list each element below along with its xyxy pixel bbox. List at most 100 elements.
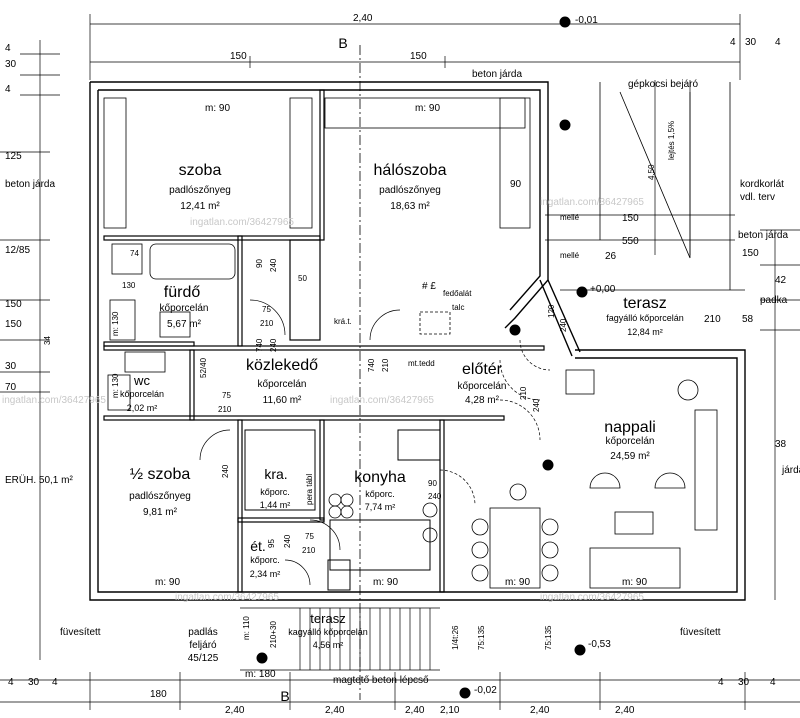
dim-240g: 240	[283, 534, 292, 548]
dim-150-melle: 150	[622, 213, 639, 224]
label-melle-1: mellé	[560, 213, 580, 222]
stairs	[240, 607, 440, 671]
dim-l-4b: 4	[5, 84, 11, 95]
room-area-kozlekedo: 11,60 m²	[262, 395, 302, 406]
section-mark-top: B	[338, 35, 348, 51]
dim-t-4: 4	[775, 37, 781, 48]
dim-74: 74	[130, 249, 139, 258]
dim-b-180: 180	[150, 689, 167, 700]
room-area-fel-szoba: 9,81 m²	[143, 507, 177, 518]
dim-75c: 75	[305, 532, 314, 541]
room-material-furdo: kőporcelán	[159, 303, 209, 314]
label-melle-2: mellé	[560, 251, 580, 260]
dim-m110: m: 110	[242, 616, 251, 640]
dim-240d: 240	[269, 338, 278, 352]
dim-210f: 210	[302, 546, 316, 555]
label-hash: # £	[422, 281, 436, 292]
dim-240a: 240	[559, 318, 568, 332]
room-area-haloszoba: 18,63 m²	[390, 201, 430, 212]
dim-b-4b: 4	[52, 677, 58, 688]
room-name-kozlekedo: közlekedő	[245, 357, 319, 374]
level-right: -0,53	[588, 639, 611, 650]
room-area-wc: 2,02 m²	[126, 403, 158, 413]
room-material-terasz-east: fagyálló kőporcelán	[606, 313, 684, 323]
room-area-szoba: 12,41 m²	[180, 201, 220, 212]
label-fuvesitett-left: füvesített	[60, 627, 101, 638]
dim-b-2-40d: 2,40	[615, 705, 635, 716]
exterior-walls	[89, 81, 746, 601]
room-material-szoba: padlószőnyeg	[169, 185, 231, 196]
dim-b-2-40a: 2,40	[225, 705, 245, 716]
dim-75-135b: 75:135	[544, 625, 553, 650]
fixtures	[103, 97, 718, 589]
label-krat: krá.t.	[334, 317, 352, 326]
dim-4: 4	[730, 37, 736, 48]
dim-26: 26	[605, 251, 617, 262]
label-magteto-beton-lepcso: magtető beton lépcső	[333, 675, 429, 686]
dim-210b: 210	[519, 386, 528, 400]
room-area-terasz-south: 4,56 m²	[312, 640, 344, 650]
dim-b-2-10: 2,10	[440, 705, 460, 716]
dim-b-4c: 4	[718, 677, 724, 688]
room-material-eloter: kőporcelán	[457, 381, 507, 392]
dim-210e: 210	[218, 405, 232, 414]
dim-740a: 740	[255, 338, 264, 352]
dim-l-30: 30	[5, 59, 17, 70]
watermark: ingatlan.com/36427965	[2, 395, 106, 406]
dim-m90-ter: m: 90	[505, 577, 531, 588]
room-material-wc: kőporcelán	[119, 389, 165, 399]
dim-4-50: 4,50	[647, 164, 656, 180]
label-jarda: járda	[782, 465, 800, 476]
room-material-nappali: kőporcelán	[605, 436, 655, 447]
room-material-etkezo: kőporc.	[250, 555, 280, 565]
label-lejtes: lejtés 1,5%	[667, 120, 676, 160]
level-top: -0,01	[575, 15, 598, 26]
dim-210-30: 210+30	[269, 621, 278, 648]
dim-left-30: 30	[5, 361, 17, 372]
doors	[199, 299, 551, 586]
dim-b-4a: 4	[8, 677, 14, 688]
watermark: ingatlan.com/36427965	[190, 217, 294, 228]
room-area-terasz-east: 12,84 m²	[627, 327, 663, 337]
room-name-wc: wc	[134, 373, 150, 388]
label-beton-jarda-right: beton járda	[738, 230, 789, 241]
dim-150-right: 150	[742, 248, 759, 259]
interior-walls	[103, 89, 545, 593]
dim-m90-nappali: m: 90	[622, 577, 648, 588]
room-material-konyha: kőporc.	[365, 489, 395, 499]
level-markers	[256, 16, 588, 699]
dim-top-2-40: 2,40	[353, 13, 373, 24]
label-talc: talc	[452, 303, 465, 312]
label-mttedd: mt.tedd	[408, 359, 435, 368]
room-material-fel-szoba: padlószőnyeg	[129, 491, 191, 502]
label-pera-tabl: pera tábl	[305, 473, 314, 505]
label-beton-jarda-left: beton járda	[5, 179, 56, 190]
label-feljaro: feljáró	[189, 640, 217, 651]
room-name-haloszoba: hálószoba	[373, 162, 447, 179]
dim-m90-haloszoba: m: 90	[415, 103, 441, 114]
dim-75-135a: 75:135	[477, 625, 486, 650]
dim-m90-szoba: m: 90	[205, 103, 231, 114]
dim-240c: 240	[269, 258, 278, 272]
label-padlas-dim: 45/125	[187, 653, 219, 664]
dim-130: 130	[122, 281, 136, 290]
dim-90b: 90	[255, 259, 264, 268]
dim-75b: 75	[222, 391, 231, 400]
room-name-eloter: előtér	[461, 361, 503, 378]
label-eruh: ERÜH. 50,1 m²	[5, 475, 73, 486]
dim-50: 50	[298, 274, 307, 283]
dim-120: 120	[547, 304, 556, 318]
dim-b-4d: 4	[770, 677, 776, 688]
dim-m130b: m: 130	[111, 373, 120, 398]
room-name-nappali: nappali	[604, 419, 656, 436]
dim-b-30a: 30	[28, 677, 40, 688]
level-terrace: +0,00	[590, 284, 616, 295]
dim-m180: m: 180	[245, 669, 276, 680]
watermark: ingatlan.com/36427965	[175, 592, 279, 603]
dim-240b: 240	[532, 398, 541, 412]
room-name-fel-szoba: ½ szoba	[129, 466, 191, 483]
dim-b-2-40e: 2,40	[405, 705, 425, 716]
room-name-kamra: kra.	[264, 466, 288, 482]
arrows	[619, 91, 691, 259]
